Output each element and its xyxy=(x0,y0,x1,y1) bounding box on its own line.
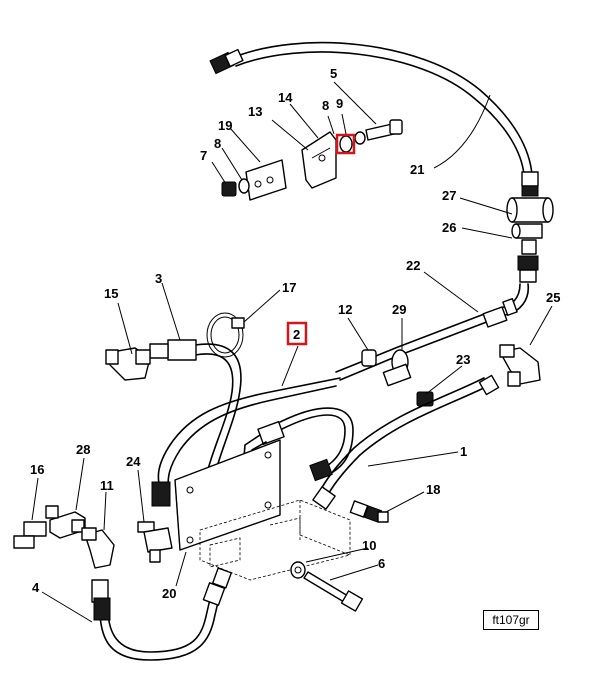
callout-5: 5 xyxy=(330,66,337,81)
callout-20: 20 xyxy=(162,586,176,601)
callout-11: 11 xyxy=(100,478,114,493)
callout-labels: 5 14 13 8 9 19 8 7 21 27 26 22 25 12 29 … xyxy=(30,66,560,601)
highlight-box-washer xyxy=(335,133,356,155)
callout-3: 3 xyxy=(155,271,162,286)
callout-12: 12 xyxy=(338,302,352,317)
callout-14: 14 xyxy=(278,90,293,105)
callout-21: 21 xyxy=(410,162,424,177)
callout-7: 7 xyxy=(200,148,207,163)
plug-12 xyxy=(361,349,377,367)
hose-2 xyxy=(151,377,341,507)
clamp-29 xyxy=(382,349,412,387)
fitting-27-26 xyxy=(506,171,554,283)
callout-10: 10 xyxy=(362,538,376,553)
callout-19: 19 xyxy=(218,118,232,133)
hose-21 xyxy=(209,41,533,176)
callout-18: 18 xyxy=(426,482,440,497)
clamp-17 xyxy=(206,312,245,358)
callout-28: 28 xyxy=(76,442,90,457)
highlight-box-callout-2 xyxy=(286,321,308,346)
callout-24: 24 xyxy=(126,454,141,469)
callout-15: 15 xyxy=(104,286,118,301)
hose-22 xyxy=(335,283,530,381)
callout-23: 23 xyxy=(456,352,470,367)
callout-4: 4 xyxy=(32,580,40,595)
elbow-11 xyxy=(81,527,115,569)
manifold-block-20 xyxy=(174,439,351,581)
callout-16: 16 xyxy=(30,462,44,477)
callout-26: 26 xyxy=(442,220,456,235)
callout-27: 27 xyxy=(442,188,456,203)
callout-17: 17 xyxy=(282,280,296,295)
callout-2: 2 xyxy=(293,327,300,342)
fitting-18 xyxy=(349,500,389,523)
hose-4 xyxy=(91,567,233,661)
bolt-6-washer-10 xyxy=(290,561,364,612)
callout-8-top: 8 xyxy=(322,98,329,113)
callout-25: 25 xyxy=(546,290,560,305)
elbow-15 xyxy=(105,347,151,381)
hose-right-loop xyxy=(257,407,354,482)
callout-13: 13 xyxy=(248,104,262,119)
callout-29: 29 xyxy=(392,302,406,317)
leader-lines xyxy=(31,81,553,623)
bracket-group xyxy=(221,119,403,201)
figure-code-label: ft107gr xyxy=(483,610,539,630)
callout-1: 1 xyxy=(460,444,467,459)
callout-6: 6 xyxy=(378,556,385,571)
tee-24 xyxy=(137,521,173,563)
callout-9: 9 xyxy=(336,96,343,111)
callout-8-left: 8 xyxy=(214,136,221,151)
elbow-25 xyxy=(499,344,541,387)
tee-28 xyxy=(45,505,86,539)
hose-1 xyxy=(312,374,500,510)
callout-22: 22 xyxy=(406,258,420,273)
union-16 xyxy=(13,521,47,549)
